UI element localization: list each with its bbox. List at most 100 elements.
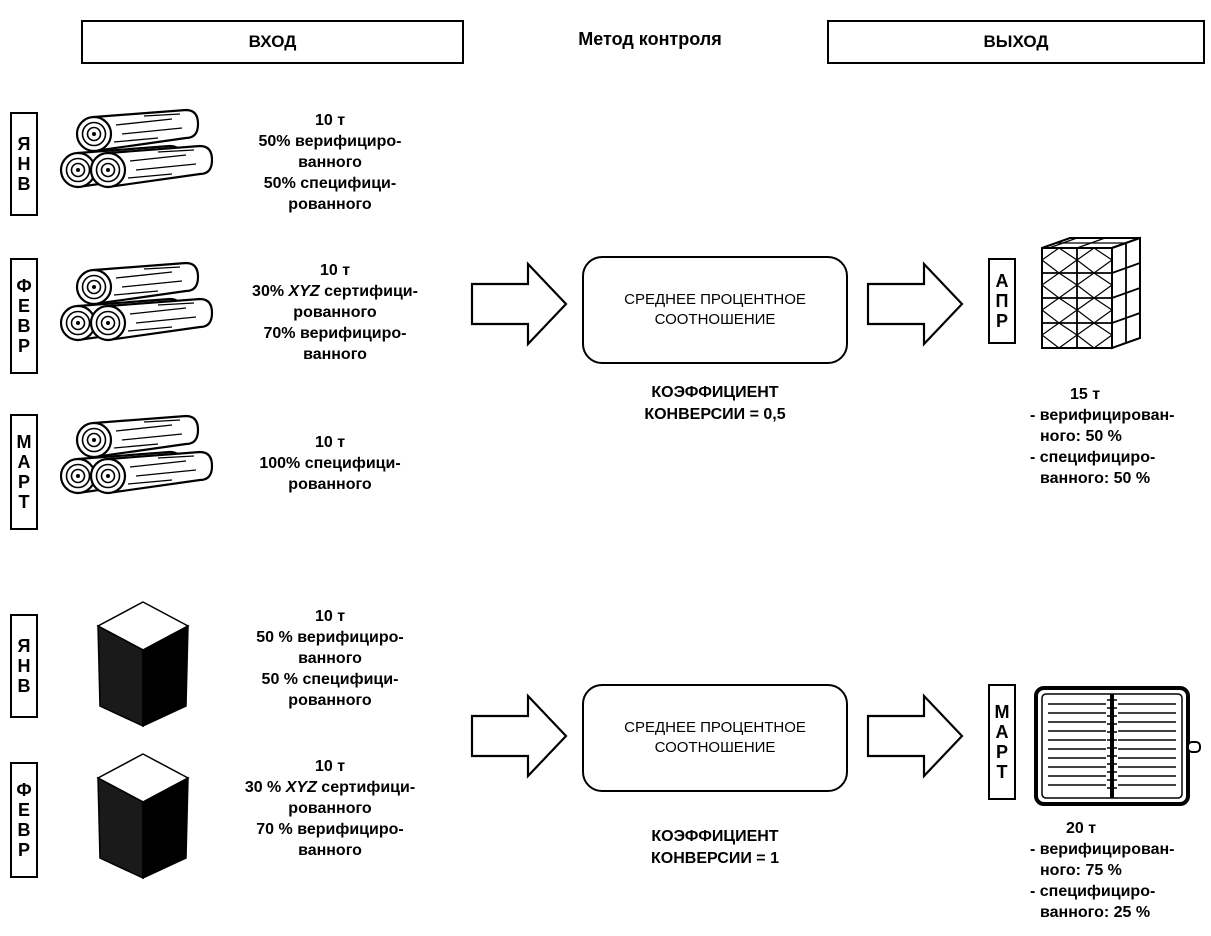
- output-description: 15 т - верифицирован- ного: 50 % - специ…: [1030, 384, 1206, 489]
- month-letter: Н: [17, 154, 31, 174]
- output-line: - специфициро-: [1030, 883, 1156, 900]
- paper-stack-icon: [97, 601, 189, 727]
- month-label-mar: М А Р Т: [988, 684, 1016, 800]
- month-letter: Н: [17, 656, 31, 676]
- month-letter: Ф: [16, 276, 32, 296]
- month-letter: М: [994, 702, 1010, 722]
- conversion-coefficient: КОЭФФИЦИЕНТ КОНВЕРСИИ = 0,5: [582, 382, 848, 426]
- input-description: 10 т 30 % XYZ сертифици- рованного 70 % …: [200, 756, 460, 861]
- process-box: СРЕДНЕЕ ПРОЦЕНТНОЕ СООТНОШЕНИЕ: [582, 684, 848, 792]
- input-description: 10 т 50% верифициро- ванного 50% специфи…: [230, 110, 430, 215]
- month-letter: Р: [995, 742, 1008, 762]
- month-label-feb: Ф Е В Р: [10, 762, 38, 878]
- month-letter: М: [16, 432, 32, 452]
- month-letter: В: [17, 820, 31, 840]
- output-line: ванного: 50 %: [1040, 470, 1151, 487]
- month-label-jan: Я Н В: [10, 614, 38, 718]
- input-description: 10 т 50 % верифициро- ванного 50 % специ…: [220, 606, 440, 711]
- input-line: 50 % верифициро-: [256, 629, 404, 646]
- input-line: рованного: [288, 800, 372, 817]
- output-weight: 15 т: [1070, 386, 1101, 403]
- month-letter: Р: [995, 311, 1008, 331]
- input-line: 50 % специфици-: [261, 671, 399, 688]
- output-line: ного: 50 %: [1040, 428, 1122, 445]
- month-letter: Р: [17, 472, 30, 492]
- month-label-apr: А П Р: [988, 258, 1016, 344]
- coefficient-line: КОЭФФИЦИЕНТ: [651, 828, 779, 845]
- month-letter: Т: [18, 492, 30, 512]
- month-letter: Т: [996, 762, 1008, 782]
- input-line: 100% специфици-: [259, 455, 401, 472]
- arrow-right-icon: [470, 262, 568, 346]
- input-weight: 10 т: [314, 758, 346, 775]
- output-description: 20 т - верифицирован- ного: 75 % - специ…: [1030, 818, 1208, 923]
- input-line: ванного: [298, 154, 362, 171]
- month-label-jan: Я Н В: [10, 112, 38, 216]
- month-label-mar: М А Р Т: [10, 414, 38, 530]
- input-weight: 10 т: [319, 262, 351, 279]
- input-line: рованного: [288, 476, 372, 493]
- output-weight: 20 т: [1066, 820, 1097, 837]
- stacked-boxes-icon: [1041, 236, 1141, 350]
- month-letter: В: [17, 676, 31, 696]
- output-line: - верифицирован-: [1030, 841, 1175, 858]
- paper-stack-icon: [97, 753, 189, 879]
- notebook-icon: [1034, 686, 1201, 806]
- month-letter: Я: [17, 636, 31, 656]
- month-letter: Е: [17, 800, 30, 820]
- output-line: - верифицирован-: [1030, 407, 1175, 424]
- output-line: - специфициро-: [1030, 449, 1156, 466]
- input-line: ванного: [298, 650, 362, 667]
- month-letter: А: [995, 271, 1009, 291]
- coefficient-line: КОНВЕРСИИ = 0,5: [644, 406, 786, 423]
- month-letter: Ф: [16, 780, 32, 800]
- month-letter: В: [17, 316, 31, 336]
- input-line: 30 % XYZ сертифици-: [244, 779, 416, 796]
- input-description: 10 т 100% специфици- рованного: [225, 432, 435, 495]
- input-line: ванного: [298, 842, 362, 859]
- input-description: 10 т 30% XYZ сертифици- рованного 70% ве…: [215, 260, 455, 365]
- coefficient-line: КОНВЕРСИИ = 1: [651, 850, 779, 867]
- month-letter: Р: [17, 840, 30, 860]
- logs-icon: [60, 265, 220, 365]
- input-weight: 10 т: [314, 608, 346, 625]
- output-line: ванного: 25 %: [1040, 904, 1151, 921]
- month-letter: А: [17, 452, 31, 472]
- header-output-label: ВЫХОД: [983, 32, 1049, 51]
- arrow-right-icon: [470, 694, 568, 778]
- input-weight: 10 т: [314, 112, 346, 129]
- month-letter: Я: [17, 134, 31, 154]
- output-line: ного: 75 %: [1040, 862, 1122, 879]
- month-label-feb: Ф Е В Р: [10, 258, 38, 374]
- header-method-label: Метод контроля: [578, 29, 722, 49]
- arrow-right-icon: [866, 694, 964, 778]
- header-input-label: ВХОД: [248, 32, 297, 51]
- input-line: рованного: [288, 196, 372, 213]
- input-weight: 10 т: [314, 434, 346, 451]
- process-line: СРЕДНЕЕ ПРОЦЕНТНОЕ: [624, 719, 806, 736]
- input-line: 50% верифициро-: [258, 133, 402, 150]
- process-box: СРЕДНЕЕ ПРОЦЕНТНОЕ СООТНОШЕНИЕ: [582, 256, 848, 364]
- month-letter: Р: [17, 336, 30, 356]
- logs-icon: [60, 418, 220, 518]
- process-line: СООТНОШЕНИЕ: [654, 739, 776, 756]
- coefficient-line: КОЭФФИЦИЕНТ: [651, 384, 779, 401]
- header-input-box: ВХОД: [81, 20, 464, 64]
- month-letter: В: [17, 174, 31, 194]
- month-letter: А: [995, 722, 1009, 742]
- input-line: рованного: [288, 692, 372, 709]
- header-output-box: ВЫХОД: [827, 20, 1205, 64]
- input-line: 70% верифициро-: [263, 325, 407, 342]
- conversion-coefficient: КОЭФФИЦИЕНТ КОНВЕРСИИ = 1: [582, 826, 848, 870]
- input-line: 50% специфици-: [263, 175, 397, 192]
- input-line: 70 % верифициро-: [256, 821, 404, 838]
- process-line: СООТНОШЕНИЕ: [654, 311, 776, 328]
- input-line: ванного: [303, 346, 367, 363]
- month-letter: П: [995, 291, 1009, 311]
- input-line: 30% XYZ сертифици-: [252, 283, 418, 300]
- month-letter: Е: [17, 296, 30, 316]
- process-line: СРЕДНЕЕ ПРОЦЕНТНОЕ: [624, 291, 806, 308]
- logs-icon: [60, 112, 220, 212]
- arrow-right-icon: [866, 262, 964, 346]
- input-line: рованного: [293, 304, 377, 321]
